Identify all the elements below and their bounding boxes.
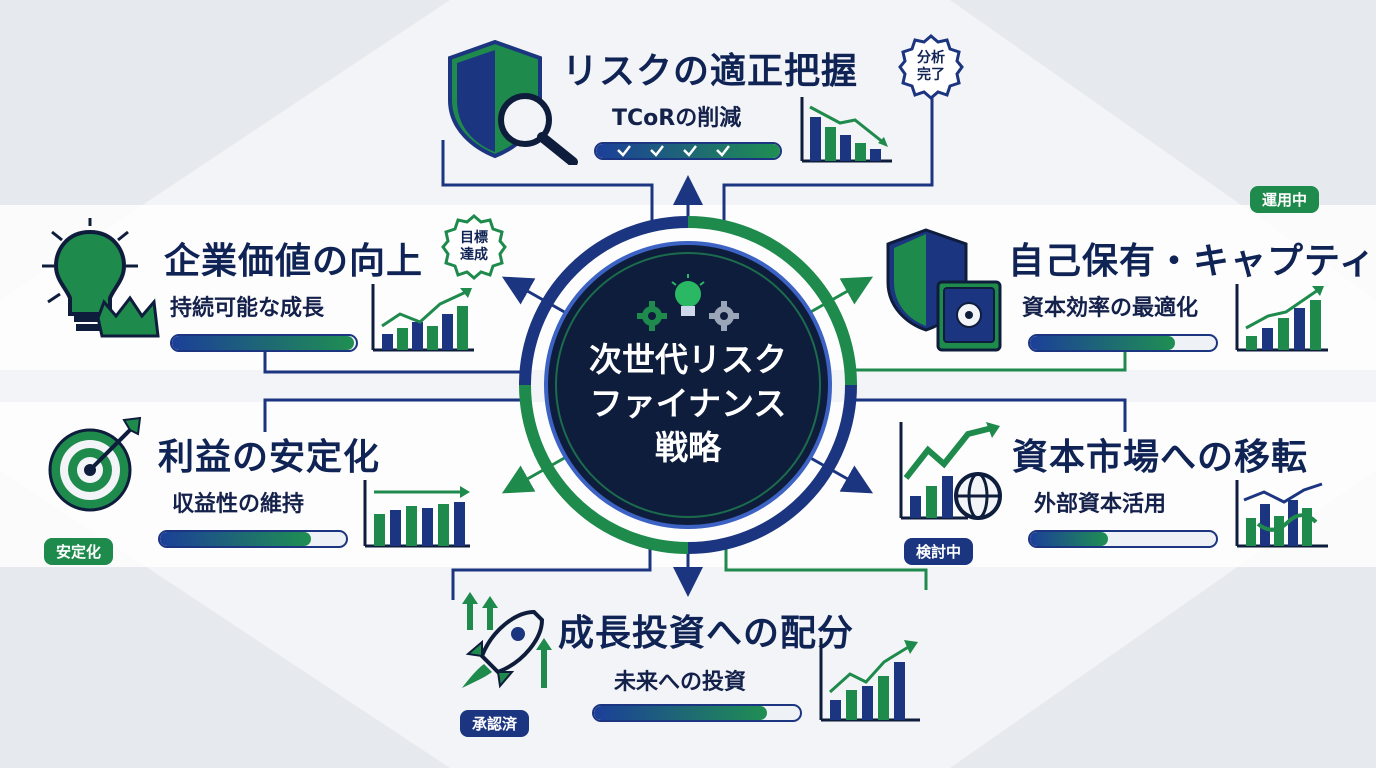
captive-progress-bar [1028, 334, 1218, 352]
value-growth-chart [371, 284, 474, 352]
value-subtitle: 持続可能な成長 [170, 296, 325, 321]
risk-subtitle: TCoRの削減 [612, 106, 742, 131]
gear-icon [709, 301, 739, 331]
profit-status-badge: 安定化 [44, 538, 114, 565]
market-status-badge: 検討中 [904, 538, 974, 565]
risk-seal-text: 分析 完了 [898, 34, 964, 100]
lightbulb-crown-icon [42, 218, 160, 338]
lightbulb-icon [671, 274, 705, 316]
profit-title: 利益の安定化 [158, 437, 381, 478]
growth-investment-chart [819, 638, 920, 722]
risk-seal-line-2: 完了 [917, 67, 945, 83]
risk-progress-fill [596, 144, 780, 158]
captive-subtitle: 資本効率の最適化 [1022, 296, 1199, 321]
checkmark-icons [617, 145, 730, 157]
value-seal-badge [441, 214, 507, 280]
risk-progress-bar [594, 142, 782, 160]
captive-growth-chart [1235, 284, 1328, 352]
hub-title-line-2: ファイナンス [589, 384, 787, 423]
value-seal-line-1: 目標 [460, 230, 488, 246]
hub-title: 次世代リスク ファイナンス 戦略 [558, 338, 818, 470]
captive-title: 自己保有・キャプティブ [1008, 241, 1376, 282]
profit-stable-chart [363, 480, 470, 548]
market-transfer-chart [1235, 480, 1328, 548]
value-title: 企業価値の向上 [164, 241, 424, 282]
captive-status-badge: 運用中 [1250, 186, 1320, 213]
target-arrow-icon [48, 416, 142, 512]
growth-status-badge: 承認済 [460, 710, 530, 737]
value-progress-bar [170, 334, 358, 352]
risk-declining-chart [800, 97, 892, 163]
market-title: 資本市場への移転 [1012, 437, 1309, 478]
value-progress-fill [172, 336, 355, 350]
hub-title-line-1: 次世代リスク [589, 340, 787, 379]
value-seal-line-2: 達成 [460, 247, 488, 263]
risk-seal-line-1: 分析 [917, 50, 945, 66]
growth-progress-bar [592, 704, 802, 722]
value-seal-text: 目標 達成 [441, 214, 507, 280]
captive-progress-fill [1030, 336, 1176, 350]
growth-subtitle: 未来への投資 [614, 670, 747, 695]
market-progress-fill [1030, 532, 1109, 546]
profit-progress-fill [160, 532, 311, 546]
rocket-icon [462, 592, 552, 689]
profit-subtitle: 収益性の維持 [172, 492, 305, 517]
gear-icon [637, 301, 667, 331]
profit-progress-bar [158, 530, 348, 548]
hub-title-line-3: 戦略 [655, 428, 721, 467]
growth-title: 成長投資への配分 [558, 613, 855, 654]
shield-magnifier-icon [448, 40, 578, 165]
market-progress-bar [1028, 530, 1218, 548]
risk-title: リスクの適正把握 [562, 51, 859, 92]
shield-safe-icon [886, 228, 1002, 352]
growth-globe-icon [899, 422, 1002, 520]
market-subtitle: 外部資本活用 [1034, 492, 1167, 517]
growth-progress-fill [594, 706, 768, 720]
risk-seal-badge [898, 34, 964, 100]
